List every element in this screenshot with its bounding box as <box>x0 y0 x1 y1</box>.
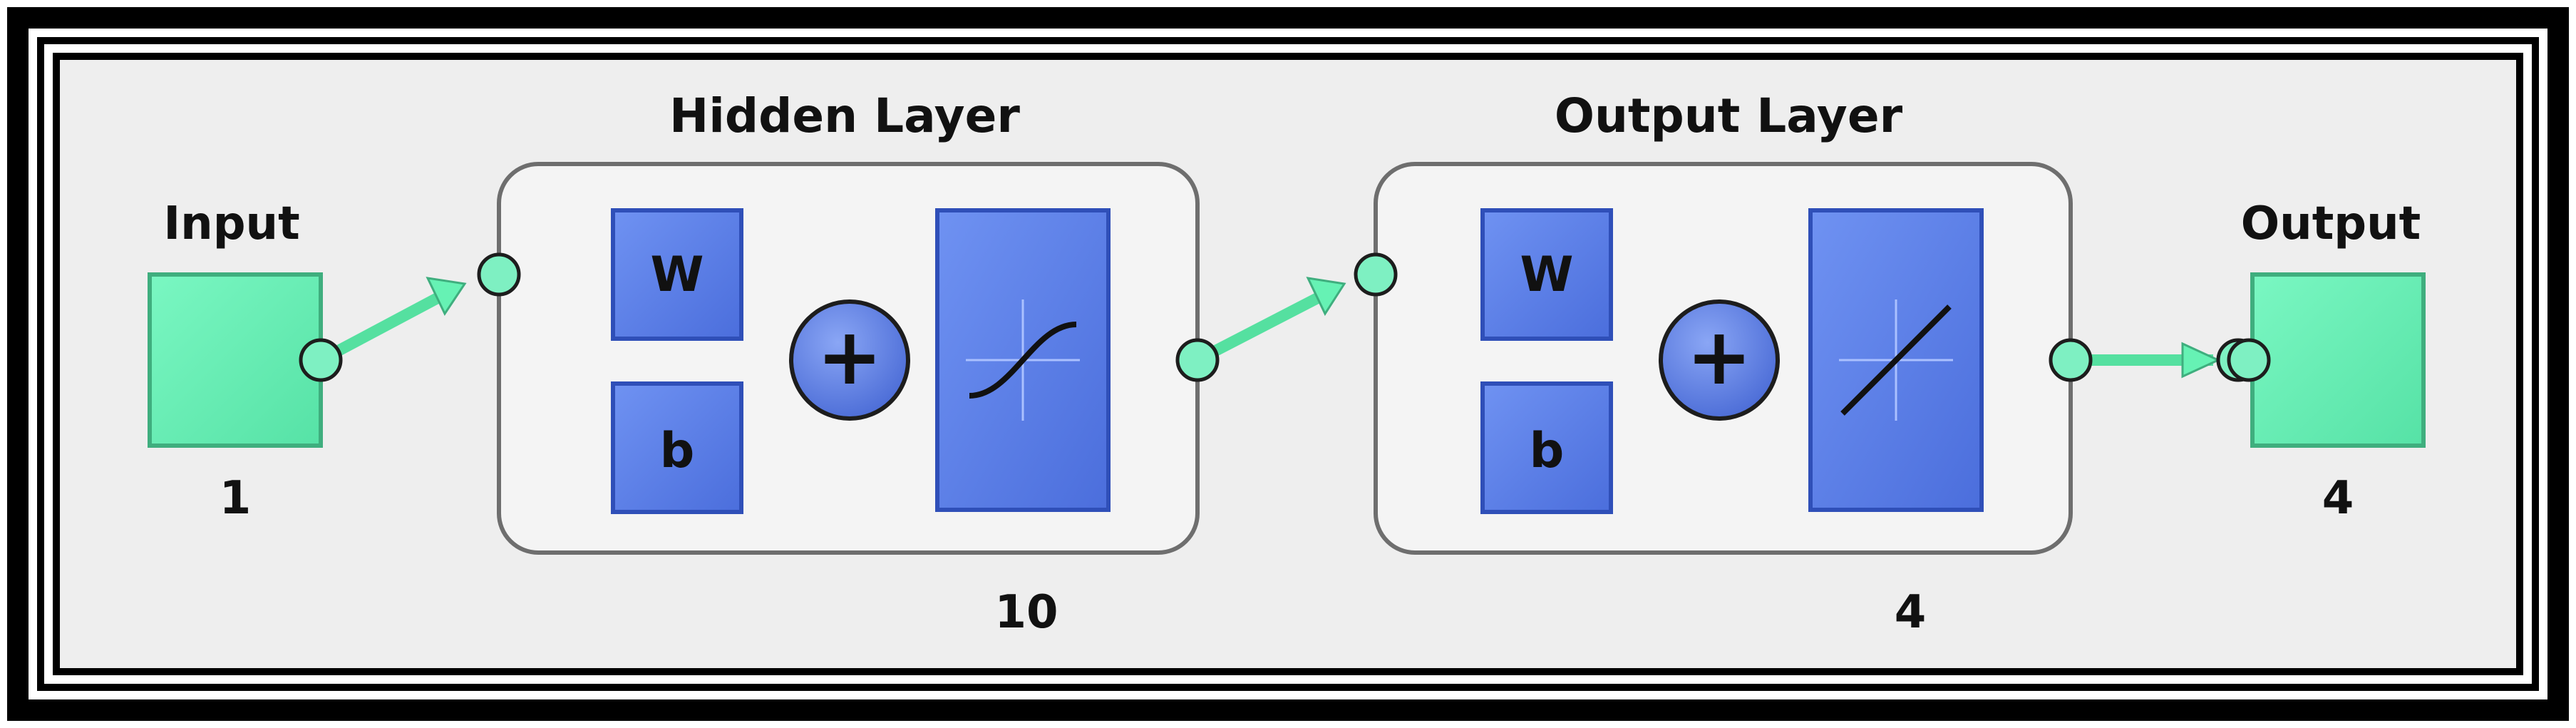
connector-hidden-to-output <box>1195 288 1329 366</box>
output-weight-block[interactable] <box>1480 208 1613 341</box>
arrow-to-output-node <box>2181 342 2221 379</box>
output-size: 4 <box>2322 472 2354 525</box>
output-weight-label: W <box>1520 247 1573 303</box>
output-layer-output-junction <box>2049 338 2093 382</box>
output-node[interactable] <box>2250 272 2426 448</box>
sigmoid-curve-icon <box>966 299 1080 421</box>
hidden-sum-symbol: + <box>817 311 882 402</box>
hidden-layer-output-junction <box>1175 338 1220 382</box>
output-layer-size: 4 <box>1895 586 1927 639</box>
linear-line-icon <box>1839 299 1953 421</box>
input-node[interactable] <box>148 272 323 448</box>
output-label: Output <box>2241 198 2421 250</box>
arrow-hidden-to-output <box>1306 277 1346 317</box>
output-bias-block[interactable] <box>1480 381 1613 514</box>
arrow-input-to-hidden <box>426 277 467 317</box>
output-node-junction-overlay <box>2227 338 2271 382</box>
output-bias-label: b <box>1530 423 1565 479</box>
hidden-layer-title: Hidden Layer <box>669 88 1020 143</box>
output-layer-input-junction <box>1354 252 1398 297</box>
input-label: Input <box>163 198 299 250</box>
hidden-weight-label: W <box>650 247 704 303</box>
hidden-layer-input-junction <box>477 252 521 297</box>
output-sum-node[interactable] <box>1659 299 1780 421</box>
hidden-bias-block[interactable] <box>611 381 743 514</box>
input-output-junction <box>299 338 343 382</box>
input-size: 1 <box>220 472 252 525</box>
hidden-weight-block[interactable] <box>611 208 743 341</box>
hidden-bias-label: b <box>660 423 695 479</box>
hidden-sum-node[interactable] <box>789 299 910 421</box>
output-sum-symbol: + <box>1686 311 1752 402</box>
output-layer-title: Output Layer <box>1555 88 1903 143</box>
connector-input-to-hidden <box>318 288 448 366</box>
hidden-layer-size: 10 <box>994 586 1058 639</box>
